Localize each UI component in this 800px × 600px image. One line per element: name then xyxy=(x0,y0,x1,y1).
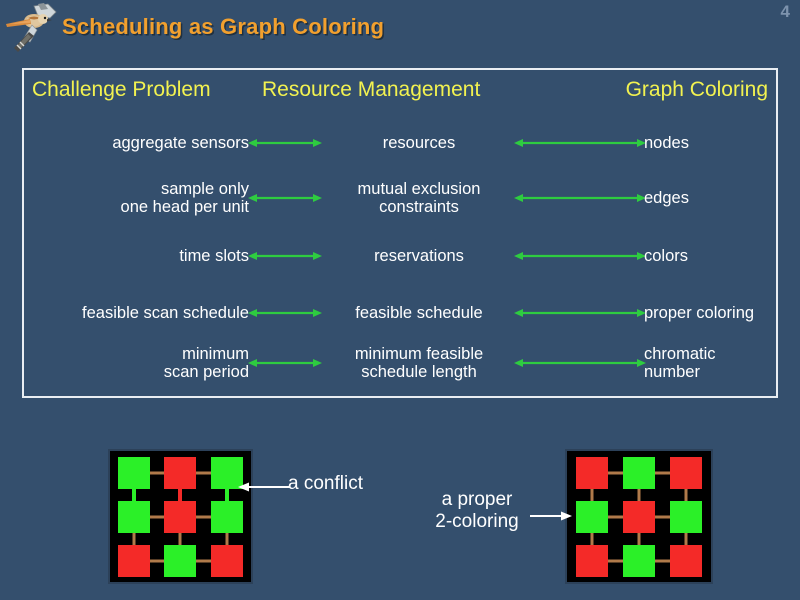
bidirectional-arrow-icon xyxy=(514,228,646,284)
mapping-table: Challenge Problem Resource Management Gr… xyxy=(22,68,778,398)
cell-resource: reservations xyxy=(374,246,464,265)
bidirectional-arrow-icon xyxy=(248,285,322,341)
table-row: minimum scan period minimum feasible sch… xyxy=(24,335,776,391)
bidirectional-arrow-icon xyxy=(514,285,646,341)
table-row: feasible scan schedule feasible schedule… xyxy=(24,285,776,341)
bidirectional-arrow-icon xyxy=(248,170,322,226)
bird-kestrel-icon xyxy=(6,3,57,52)
page-title: Scheduling as Graph Coloring xyxy=(62,14,385,39)
cell-challenge: time slots xyxy=(179,246,249,265)
cell-challenge: feasible scan schedule xyxy=(82,303,249,322)
cell-challenge: minimum scan period xyxy=(163,344,249,381)
table-row: time slots reservations colors xyxy=(24,228,776,284)
proper-coloring-pointer-arrow-icon xyxy=(530,511,572,521)
column-header-resource-management: Resource Management xyxy=(262,78,481,101)
bidirectional-arrow-icon xyxy=(514,170,646,226)
conflict-label: a conflict xyxy=(288,473,363,494)
graph-diagram-conflict xyxy=(108,449,253,584)
cell-challenge: sample only one head per unit xyxy=(120,179,249,216)
cell-resource: mutual exclusion constraints xyxy=(357,179,481,216)
cell-graph: colors xyxy=(644,246,689,265)
column-header-challenge-problem: Challenge Problem xyxy=(32,78,211,101)
graph-diagram-proper-coloring xyxy=(565,449,713,584)
cell-graph: edges xyxy=(644,188,689,207)
cell-resource: resources xyxy=(382,133,456,152)
cell-resource: minimum feasible schedule length xyxy=(354,344,484,381)
page-number: 4 xyxy=(780,2,790,21)
bidirectional-arrow-icon xyxy=(514,115,646,171)
cell-graph: proper coloring xyxy=(644,303,755,322)
cell-resource: feasible schedule xyxy=(355,303,483,322)
bidirectional-arrow-icon xyxy=(248,115,322,171)
table-row: aggregate sensors resources nodes xyxy=(24,115,776,171)
bidirectional-arrow-icon xyxy=(248,228,322,284)
table-header-row: Challenge Problem Resource Management Gr… xyxy=(24,78,776,108)
bidirectional-arrow-icon xyxy=(514,335,646,391)
cell-graph: nodes xyxy=(644,133,689,152)
cell-challenge: aggregate sensors xyxy=(112,133,249,152)
conflict-pointer-arrow-icon xyxy=(238,482,290,492)
table-row: sample only one head per unit mutual exc… xyxy=(24,170,776,226)
proper-coloring-label: a proper 2-coloring xyxy=(435,489,519,533)
column-header-graph-coloring: Graph Coloring xyxy=(625,78,768,101)
cell-graph: chromatic number xyxy=(644,344,716,381)
bidirectional-arrow-icon xyxy=(248,335,322,391)
